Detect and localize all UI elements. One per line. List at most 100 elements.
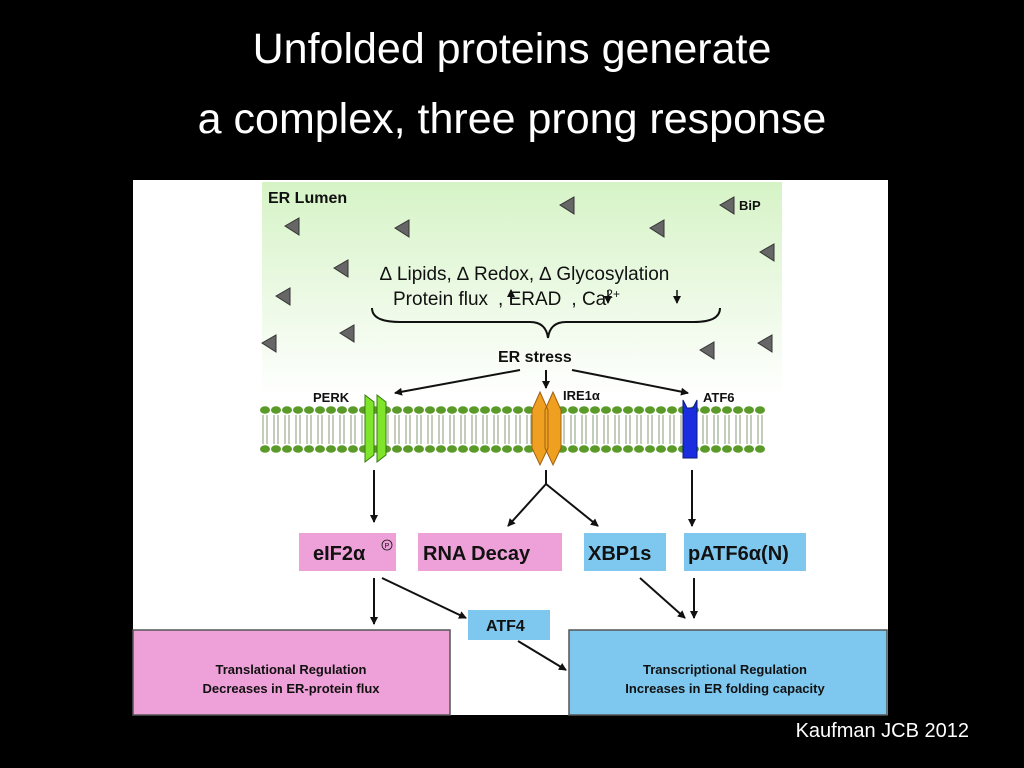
lipid-head xyxy=(348,406,358,414)
lipid-tail xyxy=(273,415,279,444)
lipid-head xyxy=(590,406,600,414)
patf6-box xyxy=(684,533,806,571)
lipid-head xyxy=(733,406,743,414)
citation: Kaufman JCB 2012 xyxy=(795,720,969,742)
lipid-tail xyxy=(581,415,587,444)
lipid-head xyxy=(458,445,468,453)
lipid-head xyxy=(579,406,589,414)
rna-decay-label: RNA Decay xyxy=(423,543,531,565)
lipid-head xyxy=(403,406,413,414)
lipid-head xyxy=(260,406,270,414)
transcriptional-regulation-box xyxy=(568,629,888,716)
lipid-head xyxy=(403,445,413,453)
bip-triangle-icon xyxy=(394,219,410,238)
lipid-head xyxy=(414,406,424,414)
lipid-head xyxy=(568,406,578,414)
lipid-head xyxy=(502,406,512,414)
slide-title-line-1: Unfolded proteins generate xyxy=(252,25,772,73)
lipid-tail xyxy=(471,415,477,444)
bip-triangle-icon xyxy=(339,324,355,343)
lipid-head xyxy=(711,445,721,453)
bip-triangle-icon xyxy=(759,243,775,262)
lipid-tail xyxy=(658,415,664,444)
lipid-head xyxy=(711,406,721,414)
lipid-head xyxy=(392,445,402,453)
lipid-tail xyxy=(702,415,708,444)
atf4-box xyxy=(468,610,550,640)
rna-decay-box xyxy=(418,533,562,571)
lipid-head xyxy=(700,445,710,453)
lipid-head xyxy=(480,406,490,414)
lipid-head xyxy=(656,406,666,414)
lipid-head xyxy=(634,445,644,453)
bip-triangle-icon xyxy=(284,217,300,236)
atf4-label: ATF4 xyxy=(486,618,525,635)
ire1-sensor xyxy=(531,390,562,467)
phospho-mark-label: P xyxy=(385,543,390,550)
lipid-head xyxy=(645,445,655,453)
translational-regulation-box xyxy=(132,629,451,716)
lipid-head xyxy=(414,445,424,453)
perk-sensor xyxy=(364,393,387,464)
transcriptional-regulation-line-1: Transcriptional Regulation xyxy=(643,662,807,677)
lipid-head xyxy=(425,445,435,453)
lipid-head xyxy=(667,406,677,414)
lipid-tail xyxy=(262,415,268,444)
lipid-tail xyxy=(394,415,400,444)
lipid-tail xyxy=(647,415,653,444)
lipid-head xyxy=(469,445,479,453)
lipid-tail xyxy=(449,415,455,444)
lipid-tail xyxy=(515,415,521,444)
lipid-head xyxy=(568,445,578,453)
lipid-head xyxy=(392,406,402,414)
lipid-tail xyxy=(295,415,301,444)
bip-label: BiP xyxy=(739,198,761,213)
lipid-tail xyxy=(284,415,290,444)
lipid-tail xyxy=(746,415,752,444)
lipid-tail xyxy=(427,415,433,444)
lipid-head xyxy=(436,445,446,453)
eif2a-box xyxy=(299,533,396,571)
lipid-tail xyxy=(504,415,510,444)
lipid-head xyxy=(744,406,754,414)
stress-factors-line-1: ∆ Lipids, ∆ Redox, ∆ Glycosylation xyxy=(380,264,669,285)
lipid-head xyxy=(744,445,754,453)
lipid-tail xyxy=(625,415,631,444)
lipid-head xyxy=(326,445,336,453)
lipid-head xyxy=(513,445,523,453)
lipid-head xyxy=(260,445,270,453)
arrow-eif2a-to-atf4 xyxy=(381,577,467,619)
lipid-head xyxy=(513,406,523,414)
lipid-head xyxy=(755,445,765,453)
xbp1s-label: XBP1s xyxy=(588,543,651,565)
bip-triangle-icon xyxy=(275,287,291,306)
arrow-to-perk xyxy=(394,369,521,396)
er-lumen-region xyxy=(262,182,782,397)
stress-brace xyxy=(371,307,721,339)
lipid-tail xyxy=(636,415,642,444)
lipid-tail xyxy=(339,415,345,444)
arrow-ire1-to-xbp1s xyxy=(545,483,599,527)
lipid-tail xyxy=(306,415,312,444)
lipid-head xyxy=(425,406,435,414)
lipid-head xyxy=(469,406,479,414)
lipid-head xyxy=(348,445,358,453)
phospho-mark-icon xyxy=(381,539,393,551)
arrow-xbp1s-to-transcriptional xyxy=(639,577,686,619)
translational-regulation-line-1: Translational Regulation xyxy=(216,662,367,677)
lipid-head xyxy=(612,406,622,414)
lipid-head xyxy=(491,445,501,453)
bip-triangle-icon xyxy=(757,334,773,353)
lipid-tail xyxy=(438,415,444,444)
translational-regulation-line-2: Decreases in ER-protein flux xyxy=(203,681,381,696)
lipid-head xyxy=(502,445,512,453)
lipid-head xyxy=(337,406,347,414)
lipid-tail xyxy=(713,415,719,444)
lipid-tail xyxy=(735,415,741,444)
lipid-head xyxy=(623,406,633,414)
ire1-label: IRE1α xyxy=(563,388,600,403)
lipid-head xyxy=(601,445,611,453)
lipid-head xyxy=(326,406,336,414)
lipid-tail xyxy=(724,415,730,444)
patf6-label: pATF6α(N) xyxy=(688,543,789,565)
